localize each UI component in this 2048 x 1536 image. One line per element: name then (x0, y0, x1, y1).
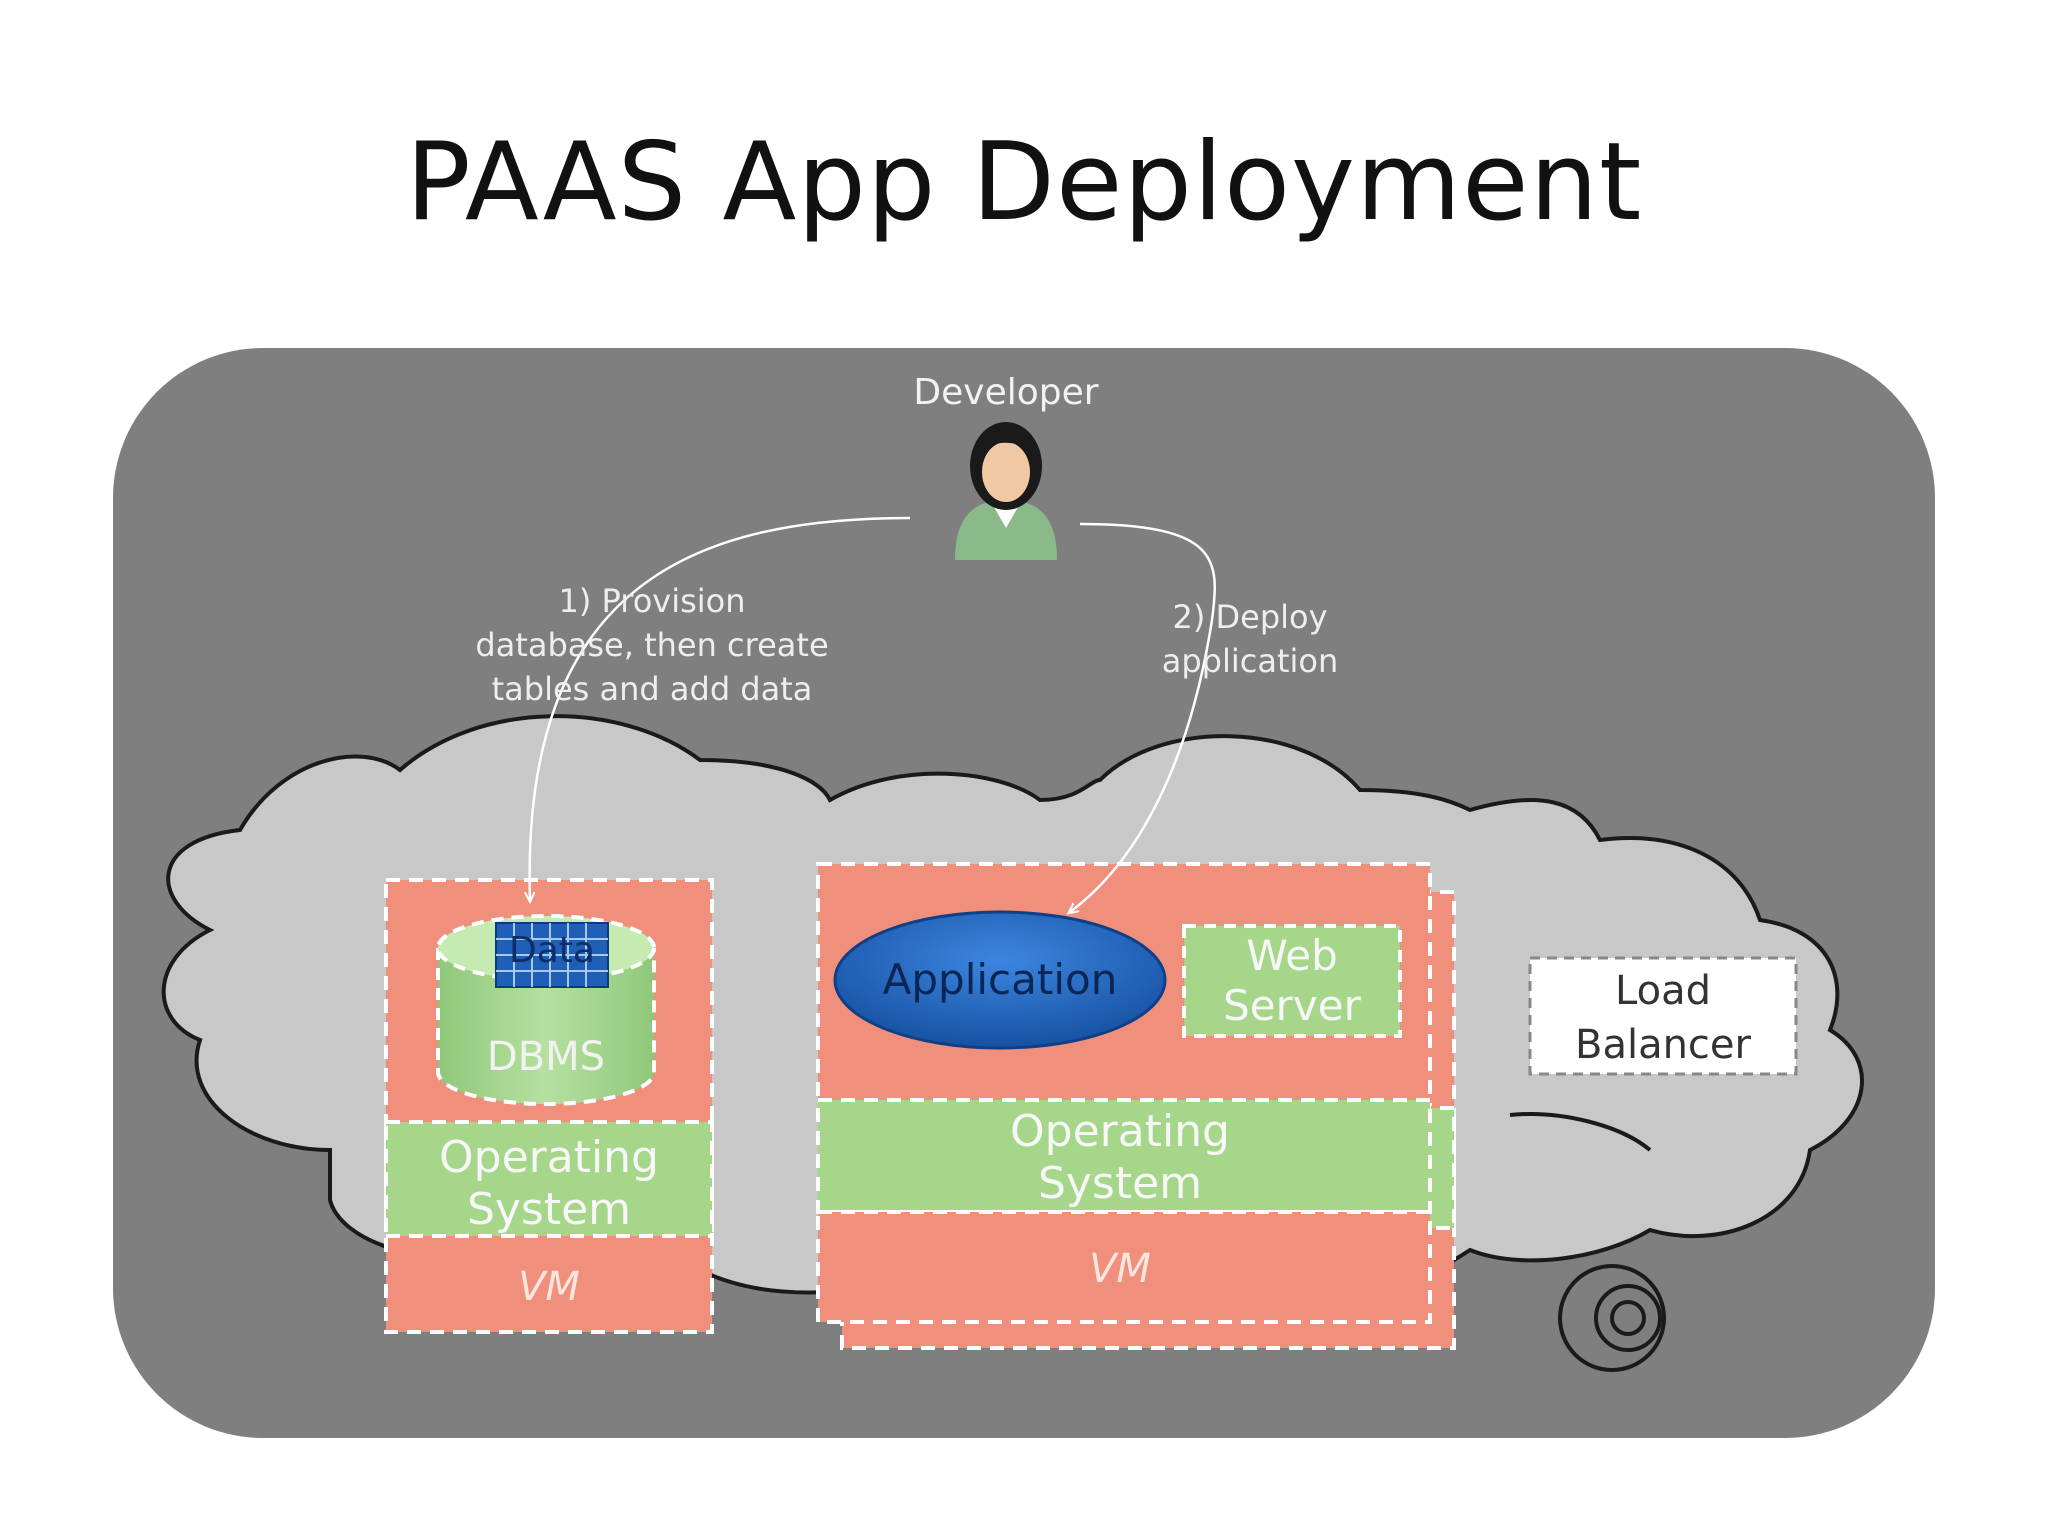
app-os-label-line2: System (1038, 1158, 1202, 1209)
svg-text:tables and add data: tables and add data (492, 670, 813, 708)
web-server-label-line1: Web (1246, 931, 1338, 980)
developer-person-icon (955, 422, 1057, 560)
step2-label: 2) Deploy application (1162, 598, 1339, 680)
dbms-cylinder: Data DBMS (436, 914, 656, 1106)
db-os-label-line1: Operating (439, 1132, 659, 1183)
web-server-label-line2: Server (1223, 981, 1361, 1030)
database-vm: Data DBMS Operating System VM (384, 878, 714, 1334)
slide-title: PAAS App Deployment (405, 120, 1643, 245)
web-server-box (1182, 924, 1402, 1038)
step1-label: 1) Provision database, then create table… (475, 582, 828, 708)
load-balancer: Load Balancer (1528, 956, 1798, 1076)
application-label: Application (883, 955, 1118, 1004)
db-vm-label: VM (518, 1264, 580, 1310)
app-vm-label: VM (1089, 1246, 1151, 1292)
application-vm: Application Web Server Operating System … (816, 862, 1456, 1350)
developer-label: Developer (913, 372, 1098, 413)
load-balancer-label-line2: Balancer (1575, 1022, 1752, 1068)
svg-text:database, then create: database, then create (475, 626, 828, 664)
target-circles-icon (1558, 1264, 1666, 1372)
provision-arrow (530, 516, 911, 900)
db-os-label-line2: System (467, 1184, 631, 1235)
dbms-label: DBMS (487, 1034, 605, 1080)
app-os-label-line1: Operating (1010, 1106, 1230, 1157)
data-label: Data (509, 930, 595, 971)
svg-text:2) Deploy: 2) Deploy (1172, 598, 1327, 636)
deploy-arrow (1070, 522, 1217, 912)
data-grid-icon (495, 922, 609, 988)
application-ellipse (833, 910, 1167, 1050)
svg-text:application: application (1162, 642, 1339, 680)
svg-text:1) Provision: 1) Provision (558, 582, 745, 620)
load-balancer-label-line1: Load (1615, 968, 1711, 1014)
